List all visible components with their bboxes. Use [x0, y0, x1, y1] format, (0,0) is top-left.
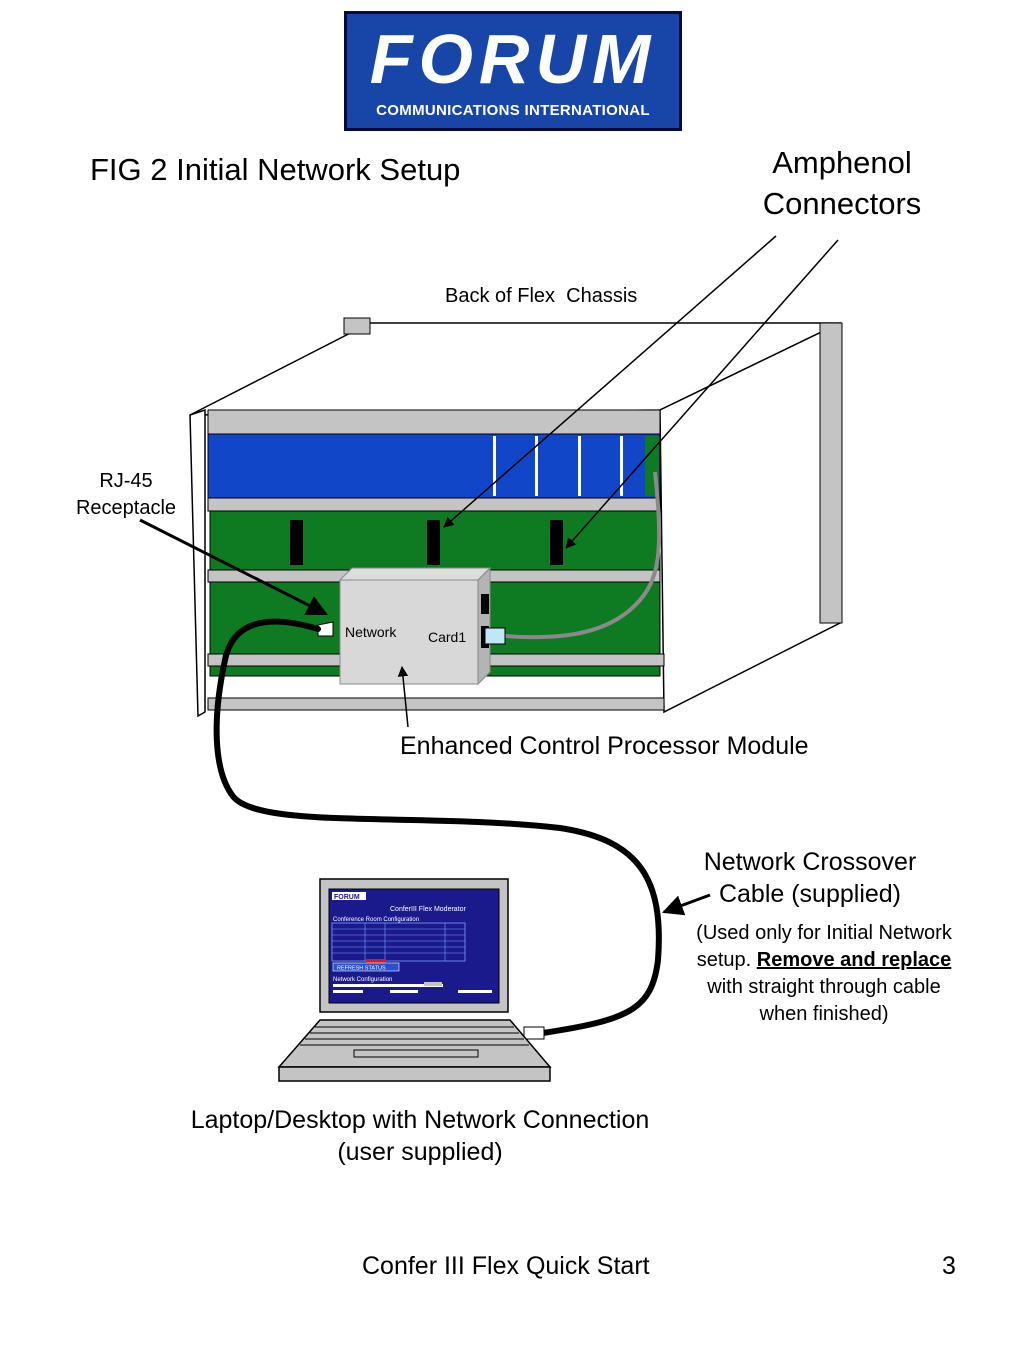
page-number: 3 — [942, 1252, 956, 1280]
laptop-base-front — [278, 1066, 551, 1082]
internal-gray-cable — [504, 471, 662, 640]
logo-wordmark: FORUM — [369, 20, 657, 98]
laptop: FORUM ConferIII Flex Moderator Conferenc… — [277, 878, 552, 1082]
screen-network-config: Network Configuration — [333, 977, 392, 983]
module-top — [338, 567, 492, 581]
chassis-right-flange — [819, 322, 843, 624]
amphenol-connector — [290, 520, 303, 565]
screen-app-title: ConferIII Flex Moderator — [390, 906, 467, 913]
crossover-label-line2: Cable (supplied) — [718, 880, 902, 908]
screen-logo-box — [332, 892, 366, 900]
blue-card-row — [207, 433, 661, 499]
screen-config-table — [331, 922, 466, 962]
laptop-label-line1: Laptop/Desktop with Network Connection — [190, 1106, 650, 1134]
crossover-usage-note: (Used only for Initial Network setup. Re… — [690, 920, 958, 1028]
ecpm-arrow — [397, 665, 409, 728]
rj45-arrow — [139, 518, 328, 616]
amphenol-connector — [427, 520, 440, 565]
rj45-label-line1: RJ-45 — [99, 470, 153, 492]
chassis-rail — [207, 409, 661, 435]
crossover-label-line1: Network Crossover — [703, 848, 917, 876]
chassis-top-tab — [343, 317, 371, 335]
card-slot-divider — [535, 436, 538, 496]
crossover-cable-label: Network Crossover Cable (supplied) — [690, 846, 930, 910]
rj45-jack — [317, 621, 334, 637]
card-slot-divider — [620, 436, 623, 496]
rj45-label-line2: Receptacle — [75, 497, 177, 519]
laptop-touchpad — [353, 1049, 479, 1058]
flex-chassis — [189, 317, 843, 718]
note-text-2: with straight through cable when finishe… — [707, 976, 941, 1025]
amphenol-label-line2: Connectors — [762, 186, 922, 221]
screen-refresh-button — [332, 962, 400, 972]
module-front — [339, 579, 479, 685]
card1-connector — [484, 627, 506, 645]
screen-section-title: Conference Room Configuration — [333, 917, 419, 923]
footer-title: Confer III Flex Quick Start — [362, 1252, 650, 1280]
chassis-left-edge — [189, 408, 206, 718]
note-text-1: (Used only for Initial Network setup. — [696, 922, 952, 971]
cable-plug-laptop — [523, 1026, 545, 1040]
note-emphasis: Remove and replace — [756, 949, 952, 971]
crossover-cable — [213, 618, 662, 1036]
forum-logo: FORUM COMMUNICATIONS INTERNATIONAL — [344, 11, 682, 131]
figure-title: FIG 2 Initial Network Setup — [90, 152, 461, 187]
amphenol-label-line1: Amphenol — [772, 145, 912, 180]
card-slot-divider — [493, 436, 496, 496]
chassis-rail — [207, 697, 665, 711]
laptop-label-line2: (user supplied) — [337, 1138, 503, 1166]
module-card-label: Card1 — [428, 629, 466, 645]
chassis-rail — [207, 497, 661, 512]
card-slot-divider — [578, 436, 581, 496]
module-network-label: Network — [345, 624, 397, 640]
laptop-label: Laptop/Desktop with Network Connection (… — [160, 1104, 680, 1168]
back-of-chassis-label: Back of Flex Chassis — [445, 285, 638, 307]
amphenol-arrow-2 — [565, 239, 839, 549]
ecp-module-label: Enhanced Control Processor Module — [400, 732, 809, 760]
amphenol-arrow-1 — [443, 235, 777, 528]
crossover-arrow — [662, 893, 711, 916]
screen-logo-text: FORUM — [334, 894, 360, 901]
ecp-module: Network Card1 — [317, 566, 506, 686]
amphenol-connectors-label: Amphenol Connectors — [742, 142, 942, 224]
logo-subtitle: COMMUNICATIONS INTERNATIONAL — [376, 102, 650, 119]
amphenol-connector — [550, 520, 563, 565]
rj45-receptacle-label: RJ-45 Receptacle — [58, 468, 194, 522]
module-port-small — [481, 594, 489, 614]
screen-refresh-label: REFRESH STATUS — [337, 966, 386, 972]
